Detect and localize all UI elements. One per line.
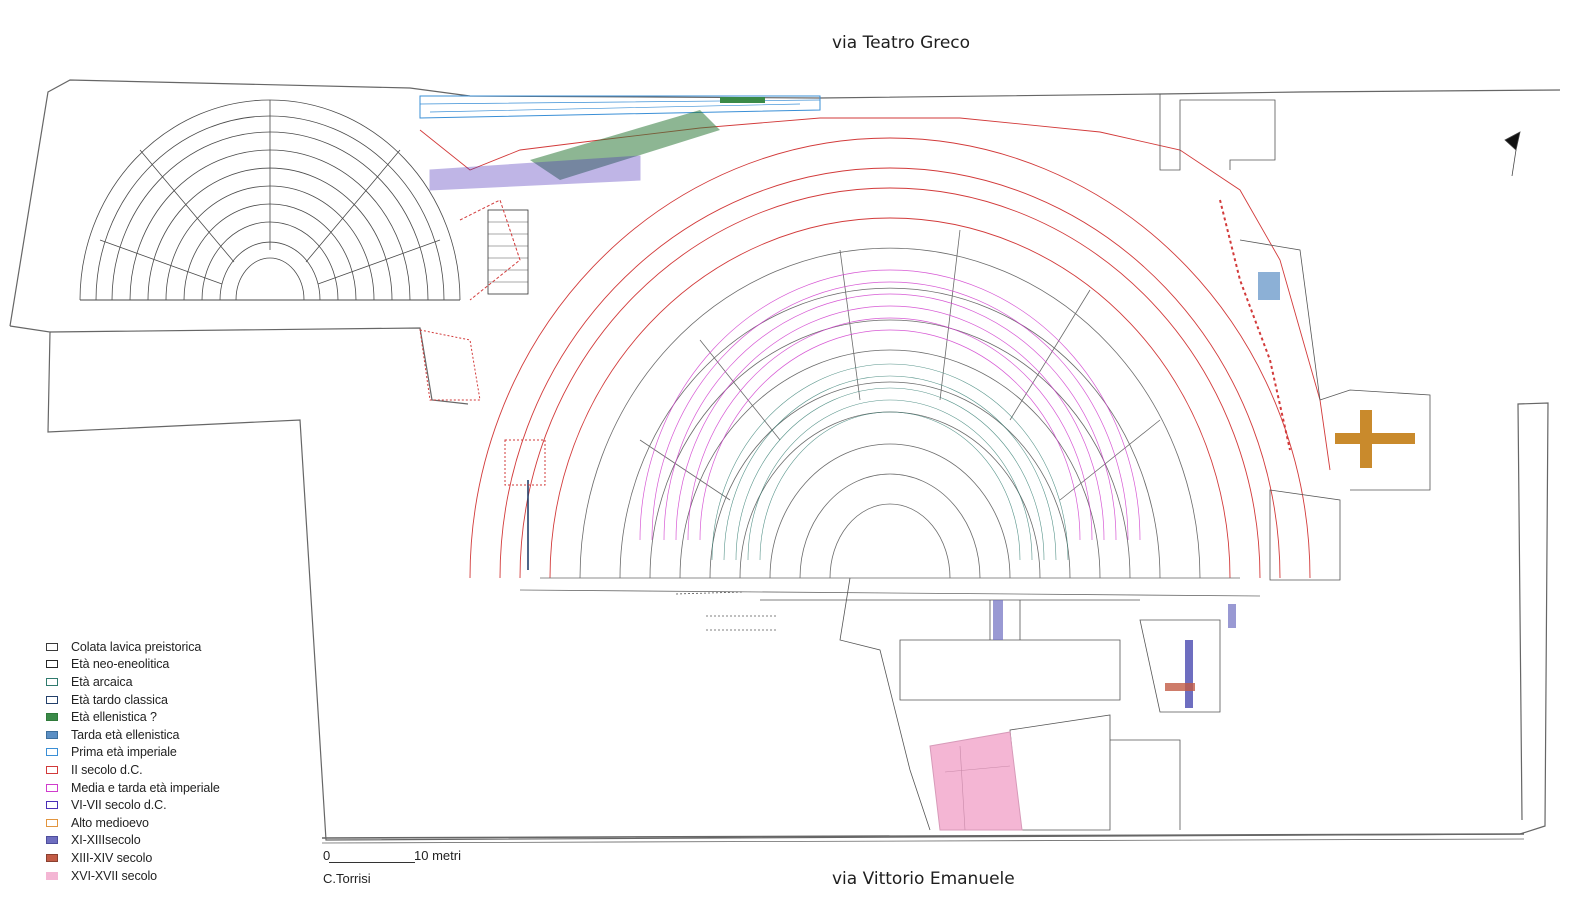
street-label-bottom: via Vittorio Emanuele bbox=[832, 869, 1015, 889]
legend-label: Alto medioevo bbox=[71, 815, 149, 830]
legend-label: XI-XIIIsecolo bbox=[71, 833, 141, 848]
author-credit: C.Torrisi bbox=[323, 871, 371, 886]
legend-item: Età tardo classica bbox=[46, 691, 220, 709]
theatre-outer-ring bbox=[419, 117, 1331, 579]
red-fragments bbox=[419, 199, 546, 486]
inner-rows bbox=[711, 363, 1069, 561]
odeon bbox=[79, 99, 461, 301]
legend-item: XVI-XVII secolo bbox=[46, 867, 220, 885]
legend-item: Età ellenistica ? bbox=[46, 708, 220, 726]
legend-swatch bbox=[46, 871, 58, 880]
legend-label: II secolo d.C. bbox=[71, 762, 143, 777]
legend-swatch bbox=[46, 660, 58, 669]
legend-item: Prima età imperiale bbox=[46, 744, 220, 762]
legend-item: XI-XIIIsecolo bbox=[46, 832, 220, 850]
legend-label: Colata lavica preistorica bbox=[71, 639, 202, 654]
legend-label: Tarda età ellenistica bbox=[71, 727, 180, 742]
legend-item: Colata lavica preistorica bbox=[46, 638, 220, 656]
legend-swatch bbox=[46, 836, 58, 845]
legend-item: Età arcaica bbox=[46, 673, 220, 691]
legend-item: Media e tarda età imperiale bbox=[46, 779, 220, 797]
legend-label: Età tardo classica bbox=[71, 692, 168, 707]
legend-item: VI-VII secolo d.C. bbox=[46, 796, 220, 814]
legend-label: VI-VII secolo d.C. bbox=[71, 798, 167, 813]
legend-swatch bbox=[46, 765, 58, 774]
legend-label: Età arcaica bbox=[71, 674, 133, 689]
imperial-rows bbox=[639, 269, 1141, 541]
legend-swatch bbox=[46, 783, 58, 792]
scale-bar bbox=[329, 862, 415, 863]
legend-item: II secolo d.C. bbox=[46, 761, 220, 779]
violet-marks bbox=[527, 480, 1236, 640]
street-label-top: via Teatro Greco bbox=[832, 33, 971, 53]
top-remains bbox=[419, 95, 821, 295]
legend-item: XIII-XIV secolo bbox=[46, 849, 220, 867]
legend-swatch bbox=[46, 677, 58, 686]
legend-swatch bbox=[46, 853, 58, 862]
legend-swatch bbox=[46, 730, 58, 739]
legend-item: Tarda età ellenistica bbox=[46, 726, 220, 744]
legend-label: Prima età imperiale bbox=[71, 745, 177, 760]
scale-end-label: 10 metri bbox=[414, 848, 461, 863]
site-boundary bbox=[9, 79, 1561, 844]
pink-room bbox=[929, 731, 1023, 831]
legend-swatch bbox=[46, 642, 58, 651]
legend-label: Età ellenistica ? bbox=[71, 710, 157, 725]
legend-swatch bbox=[46, 713, 58, 722]
scale-start-label: 0 bbox=[323, 848, 331, 863]
legend-label: XIII-XIV secolo bbox=[71, 850, 153, 865]
legend-swatch bbox=[46, 818, 58, 827]
right-structures bbox=[1139, 94, 1431, 713]
legend-label: Età neo-eneolitica bbox=[71, 657, 170, 672]
legend-swatch bbox=[46, 748, 58, 757]
legend-swatch bbox=[46, 695, 58, 704]
bottom-rooms bbox=[675, 577, 1181, 831]
legend-label: Media e tarda età imperiale bbox=[71, 780, 220, 795]
legend-swatch bbox=[46, 801, 58, 810]
legend-label: XVI-XVII secolo bbox=[71, 868, 158, 883]
right-colored bbox=[1165, 199, 1415, 708]
legend-item: Alto medioevo bbox=[46, 814, 220, 832]
theatre-cavea bbox=[519, 229, 1261, 597]
north-arrow bbox=[1504, 131, 1521, 177]
legend-item: Età neo-eneolitica bbox=[46, 656, 220, 674]
